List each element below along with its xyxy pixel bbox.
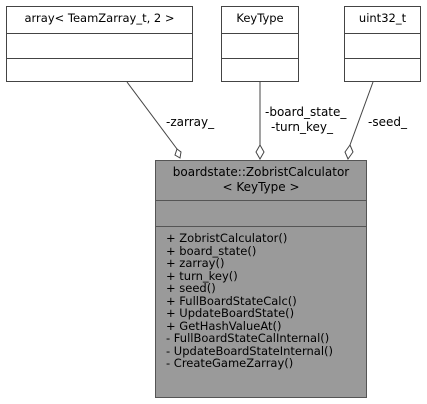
class-title-template: < KeyType > (222, 180, 300, 194)
class-methods: + ZobristCalculator() + board_state() + … (156, 226, 366, 372)
method-item: - FullBoardStateCalInternal() (166, 331, 330, 345)
zarray-connector (126, 81, 178, 150)
method-item: - CreateGameZarray() (166, 356, 294, 370)
key-type-attributes (222, 33, 298, 58)
method-item: + FullBoardStateCalc() (166, 293, 297, 308)
key-type-aggregation-diamond (255, 143, 265, 161)
key-type-title: KeyType (236, 11, 284, 25)
zarray-type-methods (7, 58, 192, 81)
method-item: + zarray() (166, 256, 225, 270)
uint32-type-methods (345, 58, 420, 81)
method-item: + board_state() (166, 243, 257, 258)
class-title-name: boardstate::ZobristCalculator (172, 165, 350, 179)
seed-aggregation-diamond (344, 143, 354, 161)
uint32-type-attributes (345, 33, 420, 58)
zarray-aggregation-diamond (174, 148, 182, 159)
method-item: + ZobristCalculator() (166, 231, 288, 245)
seed-edge-label: -seed_ (368, 115, 407, 129)
class-title: boardstate::ZobristCalculator < KeyType … (156, 161, 366, 200)
zarray-type-box[interactable]: array< TeamZarray_t, 2 > (6, 6, 193, 82)
method-item: + turn_key() (166, 268, 238, 283)
uint32-type-box[interactable]: uint32_t (344, 6, 421, 82)
uint32-type-title: uint32_t (358, 11, 407, 25)
method-item: + GetHashValueAt() (166, 318, 282, 333)
class-attributes (156, 200, 366, 226)
board-state-edge-label: -board_state_ (265, 105, 347, 119)
seed-connector (349, 81, 374, 146)
method-item: - UpdateBoardStateInternal() (166, 343, 333, 358)
method-item: + UpdateBoardState() (166, 306, 295, 320)
zarray-type-attributes (7, 33, 192, 58)
key-type-methods (222, 58, 298, 81)
zarray-type-title: array< TeamZarray_t, 2 > (24, 11, 175, 25)
key-type-box[interactable]: KeyType (221, 6, 299, 82)
turn-key-edge-label: -turn_key_ (271, 120, 333, 134)
zarray-edge-label: -zarray_ (166, 115, 215, 129)
method-item: + seed() (166, 281, 216, 295)
zobrist-calculator-class-box[interactable]: boardstate::ZobristCalculator < KeyType … (155, 160, 367, 398)
